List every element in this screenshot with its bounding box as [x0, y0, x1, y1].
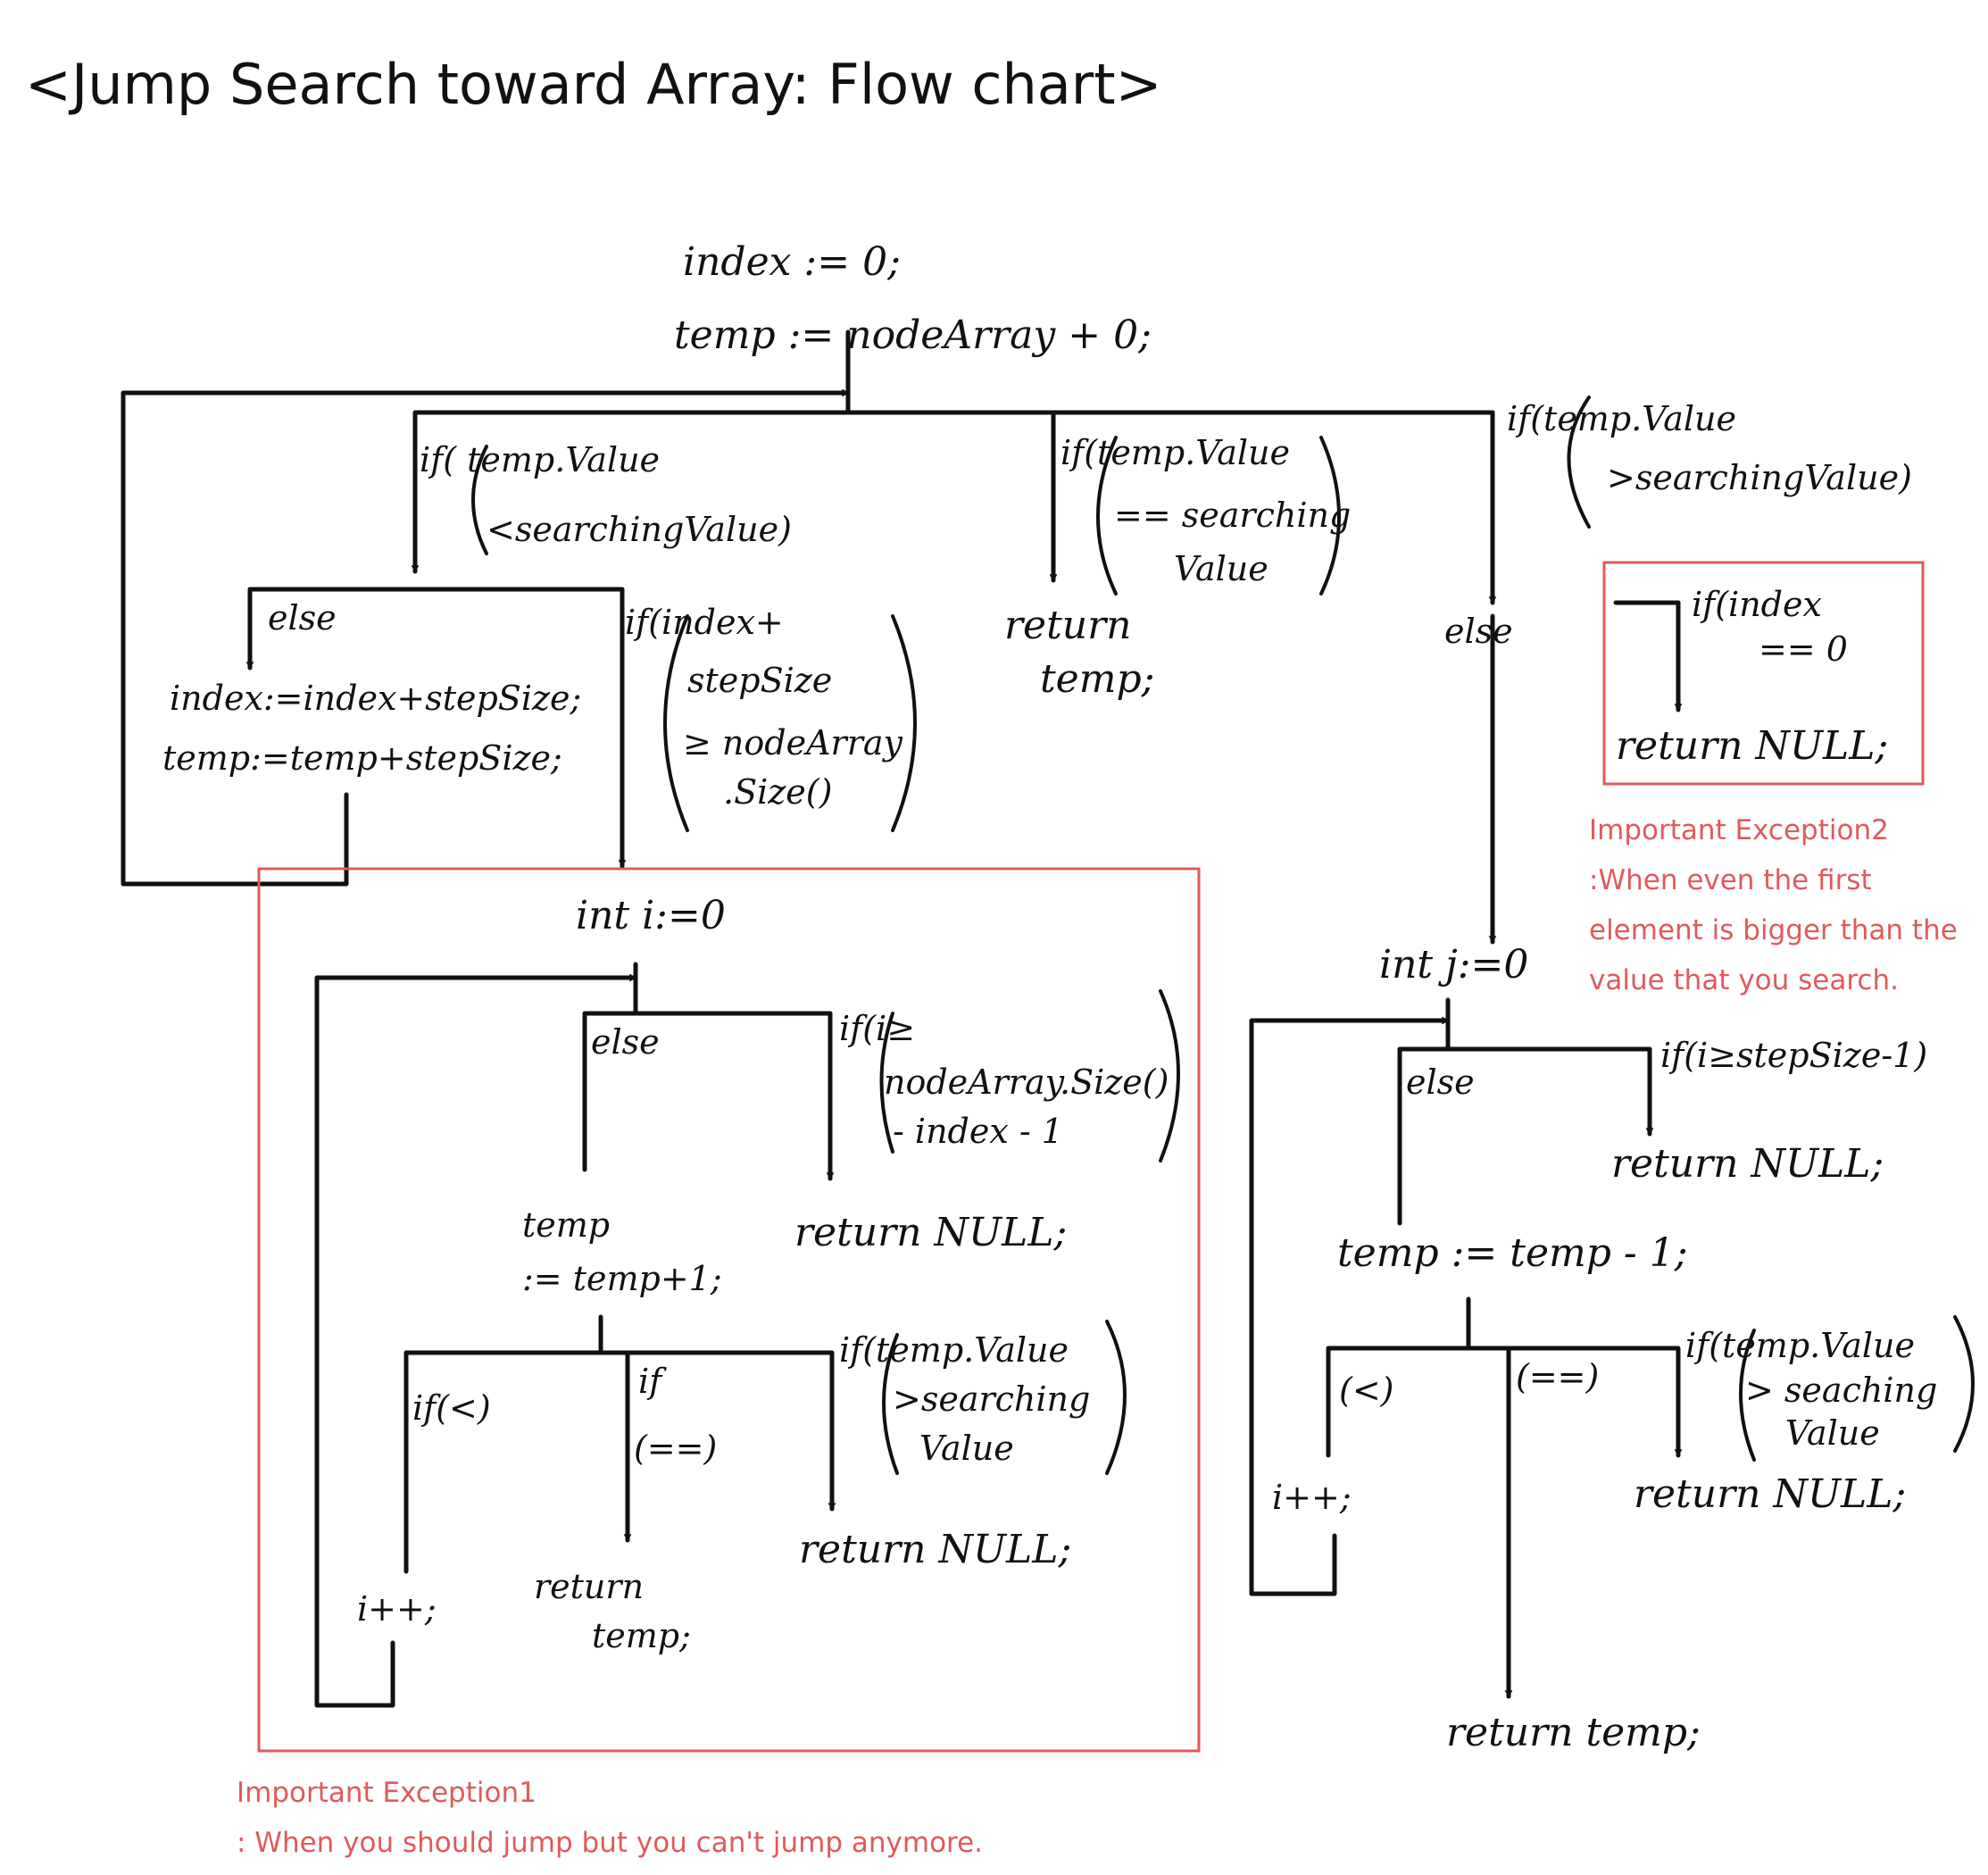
condition-step-bound: if(i≥stepSize-1) [1660, 1036, 1927, 1075]
condition-greater-right: if(temp.Value > seaching Value [1685, 1315, 1975, 1462]
svg-text:if(i≥stepSize-1): if(i≥stepSize-1) [1660, 1036, 1927, 1075]
condition-greater: if(temp.Value >searchingValue) [1507, 396, 1912, 529]
exception2-line1: :When even the first [1589, 864, 1872, 896]
exception2-condition: if(index == 0 [1613, 585, 1848, 712]
i-increment-left: i++; [357, 1589, 437, 1629]
svg-text:== searching: == searching [1114, 496, 1351, 535]
svg-text:if(index+: if(index+ [625, 603, 784, 642]
int-i-init: int i:=0 [576, 893, 726, 938]
svg-text:.Size(): .Size() [723, 772, 832, 812]
init-temp: temp := nodeArray + 0; [674, 312, 1152, 358]
if-eq-left-1: if [638, 1362, 667, 1401]
svg-text:if(temp.Value: if(temp.Value [839, 1330, 1069, 1370]
condition-i-bound: if(i≥ nodeArray.Size() - index - 1 [839, 989, 1180, 1162]
temp-decrement: temp := temp - 1; [1337, 1230, 1688, 1276]
svg-text:if(index: if(index [1692, 585, 1822, 624]
eq-right: (==) [1516, 1357, 1599, 1396]
return-null-ex2: return NULL; [1616, 723, 1888, 769]
svg-text:- index - 1: - index - 1 [893, 1112, 1063, 1151]
condition-equal: if(temp.Value == searching Value [1061, 433, 1351, 596]
return-temp-equal-2: temp; [1040, 656, 1154, 702]
svg-text:Value: Value [919, 1429, 1014, 1468]
right-connectors [1249, 997, 1678, 1699]
exception2-box [1602, 561, 1925, 786]
exception2-line3: value that you search. [1589, 964, 1899, 996]
exception1-desc: : When you should jump but you can't jum… [237, 1827, 983, 1859]
int-j-init: int j:=0 [1379, 942, 1528, 988]
svg-text:if(temp.Value: if(temp.Value [1685, 1326, 1915, 1365]
return-temp-left-1: return [534, 1567, 644, 1606]
svg-text:stepSize: stepSize [687, 661, 832, 700]
svg-text:> seaching: > seaching [1745, 1371, 1937, 1410]
left-box-connectors [314, 962, 832, 1708]
return-temp-right: return temp; [1446, 1710, 1701, 1755]
svg-text:if(i≥: if(i≥ [839, 1009, 915, 1048]
return-null-right-2: return NULL; [1634, 1471, 1906, 1517]
temp-increment-1: temp [522, 1205, 610, 1245]
else-label-left: else [591, 1022, 660, 1062]
else-jump: else index:=index+stepSize; temp:=temp+s… [162, 587, 622, 869]
svg-text:≥ nodeArray: ≥ nodeArray [683, 723, 903, 762]
j-increment-right: i++; [1272, 1478, 1352, 1517]
index-step-assign: index:=index+stepSize; [170, 679, 581, 718]
return-temp-left-2: temp; [592, 1616, 691, 1655]
exception2-line2: element is bigger than the [1589, 914, 1958, 946]
svg-text:if( temp.Value: if( temp.Value [420, 440, 660, 479]
temp-increment-2: := temp+1; [522, 1259, 722, 1298]
if-eq-left-2: (==) [634, 1429, 717, 1468]
condition-size: if(index+ stepSize ≥ nodeArray .Size() [625, 603, 917, 832]
svg-text:== 0: == 0 [1759, 629, 1848, 669]
svg-text:nodeArray.Size(): nodeArray.Size() [884, 1062, 1169, 1102]
temp-step-assign: temp:=temp+stepSize; [162, 738, 562, 778]
svg-text:if(temp.Value: if(temp.Value [1507, 399, 1736, 438]
else-label-right-2: else [1406, 1062, 1475, 1102]
svg-text:>searching: >searching [893, 1379, 1090, 1419]
svg-text:Value: Value [1174, 549, 1268, 588]
exception1-title: Important Exception1 [237, 1777, 537, 1809]
return-null-right-1: return NULL; [1611, 1141, 1884, 1187]
svg-text:>searchingValue): >searchingValue) [1607, 458, 1912, 497]
init-index: index := 0; [683, 239, 901, 285]
return-null-left: return NULL; [794, 1210, 1067, 1255]
condition-less: if( temp.Value <searchingValue) [420, 440, 792, 555]
less-right: (<) [1339, 1371, 1394, 1410]
exception2-title: Important Exception2 [1589, 814, 1889, 846]
svg-text:if(temp.Value: if(temp.Value [1061, 433, 1290, 472]
return-temp-equal: return [1004, 603, 1131, 648]
if-less-left: if(<) [412, 1388, 491, 1428]
page-title: <Jump Search toward Array: Flow chart> [25, 52, 1162, 117]
svg-text:else: else [268, 598, 337, 638]
svg-text:Value: Value [1785, 1413, 1880, 1453]
else-label-right: else [1444, 612, 1513, 651]
svg-text:<searchingValue): <searchingValue) [487, 510, 792, 549]
return-null-left-2: return NULL; [799, 1527, 1071, 1572]
exception1-box [257, 867, 1201, 1753]
top-connectors [121, 329, 1493, 887]
condition-greater-left: if(temp.Value >searching Value [839, 1320, 1127, 1475]
